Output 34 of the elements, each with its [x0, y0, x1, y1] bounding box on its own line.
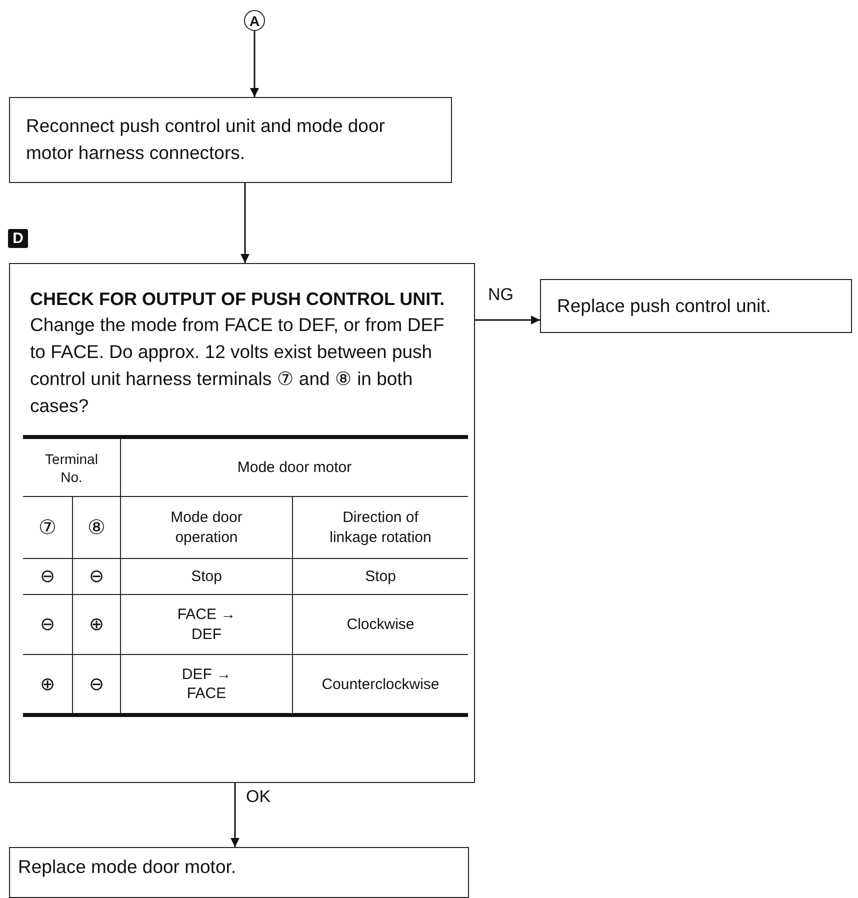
step-text: Replace push control unit.: [557, 294, 772, 318]
table-cell: Counterclockwise: [322, 674, 440, 694]
table-cell-text: ⊕: [40, 672, 55, 696]
process-box: [9, 97, 452, 183]
table-cell-text: ⊖: [40, 613, 55, 636]
arrow: [475, 316, 540, 324]
table-cell-text: DEF → FACE: [180, 664, 232, 704]
arrow: [230, 783, 240, 847]
table-cell-text: ⊖: [40, 565, 55, 588]
column-header: Terminal No.: [44, 450, 99, 486]
connector-circle: [244, 10, 265, 31]
table-cell-text: ⊖: [89, 565, 104, 588]
step-text: Reconnect push control unit and mode door motor harness connectors.: [26, 114, 386, 165]
table-cell: Stop: [191, 567, 222, 587]
column-header: ⑦: [38, 516, 56, 541]
column-header: Direction of linkage rotation: [328, 508, 432, 548]
step-heading: CHECK FOR OUTPUT OF PUSH CONTROL UNIT.: [30, 288, 446, 311]
table-cell-text: ⊖: [89, 672, 104, 696]
process-box: [540, 279, 852, 333]
check-box: [9, 263, 475, 783]
process-box: [9, 847, 469, 898]
arrow: [250, 31, 259, 97]
step-text: Replace mode door motor.: [18, 855, 238, 879]
step-text: Change the mode from FACE to DEF, or from DEF to FACE. Do approx. 12 volts exist between push control unit harness terminals ⑦ and ⑧ in both cases?: [30, 313, 446, 418]
step-marker: D: [8, 229, 28, 248]
column-header: Mode door motor: [237, 458, 352, 478]
connector-letter: A: [249, 14, 260, 28]
table-cell: Stop: [365, 567, 396, 587]
table-cell: Clockwise: [346, 615, 414, 635]
table-cell-text: ⊕: [89, 613, 104, 636]
table-cell-text: FACE → DEF: [176, 605, 237, 644]
column-header: Mode door operation: [170, 508, 244, 548]
arrow: [240, 183, 250, 263]
column-header: ⑧: [88, 516, 106, 541]
